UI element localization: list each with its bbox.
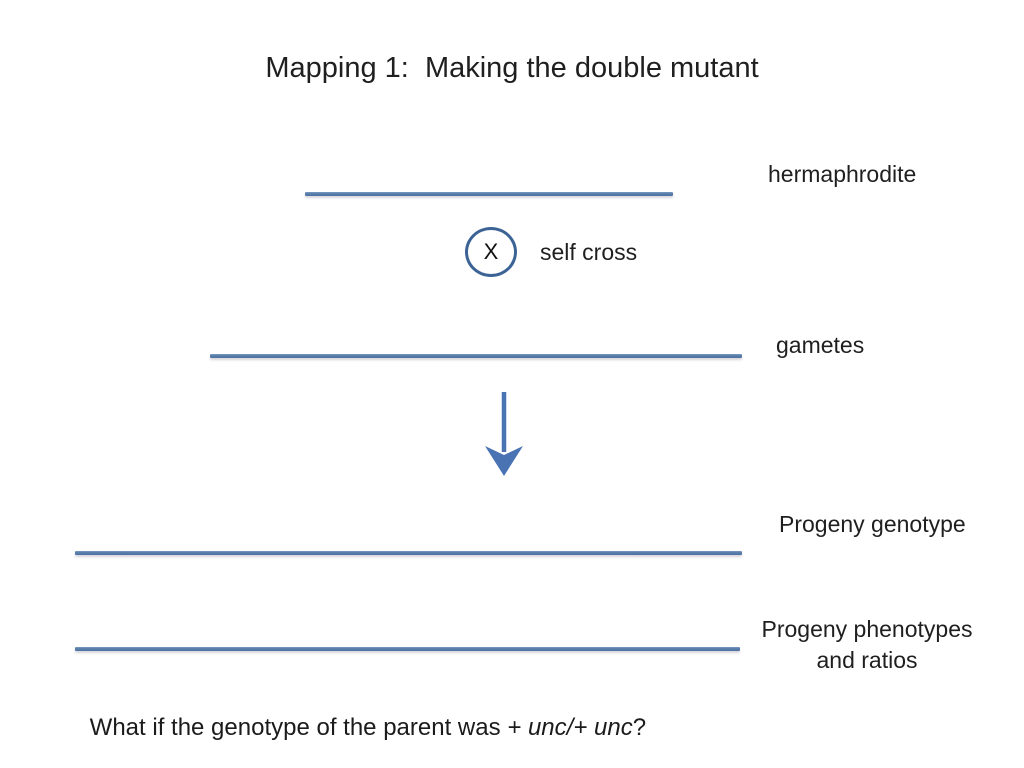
progeny-phenotypes-line	[75, 647, 740, 651]
question-prefix: What if the genotype of the parent was	[89, 714, 508, 741]
progeny-phenotypes-label: Progeny phenotypes and ratios	[752, 614, 982, 676]
down-arrow-icon	[480, 388, 528, 482]
question-text: What if the genotype of the parent was +…	[63, 686, 646, 768]
progeny-genotype-line	[75, 551, 742, 555]
cross-symbol: X	[483, 239, 499, 264]
self-cross-label: self cross	[540, 239, 638, 265]
progeny-phenotypes-label-line2: and ratios	[816, 647, 918, 673]
progeny-phenotypes-label-line1: Progeny phenotypes	[761, 616, 973, 642]
question-genotype: + unc/+ unc	[507, 714, 633, 741]
hermaphrodite-label: hermaphrodite	[768, 161, 917, 187]
gametes-line	[210, 354, 742, 358]
question-suffix: ?	[632, 714, 647, 741]
cross-circle: X	[465, 227, 517, 277]
gametes-label: gametes	[776, 332, 865, 358]
progeny-genotype-label: Progeny genotype	[779, 511, 966, 537]
slide-title: Mapping 1: Making the double mutant	[265, 52, 759, 84]
hermaphrodite-line	[305, 192, 673, 196]
